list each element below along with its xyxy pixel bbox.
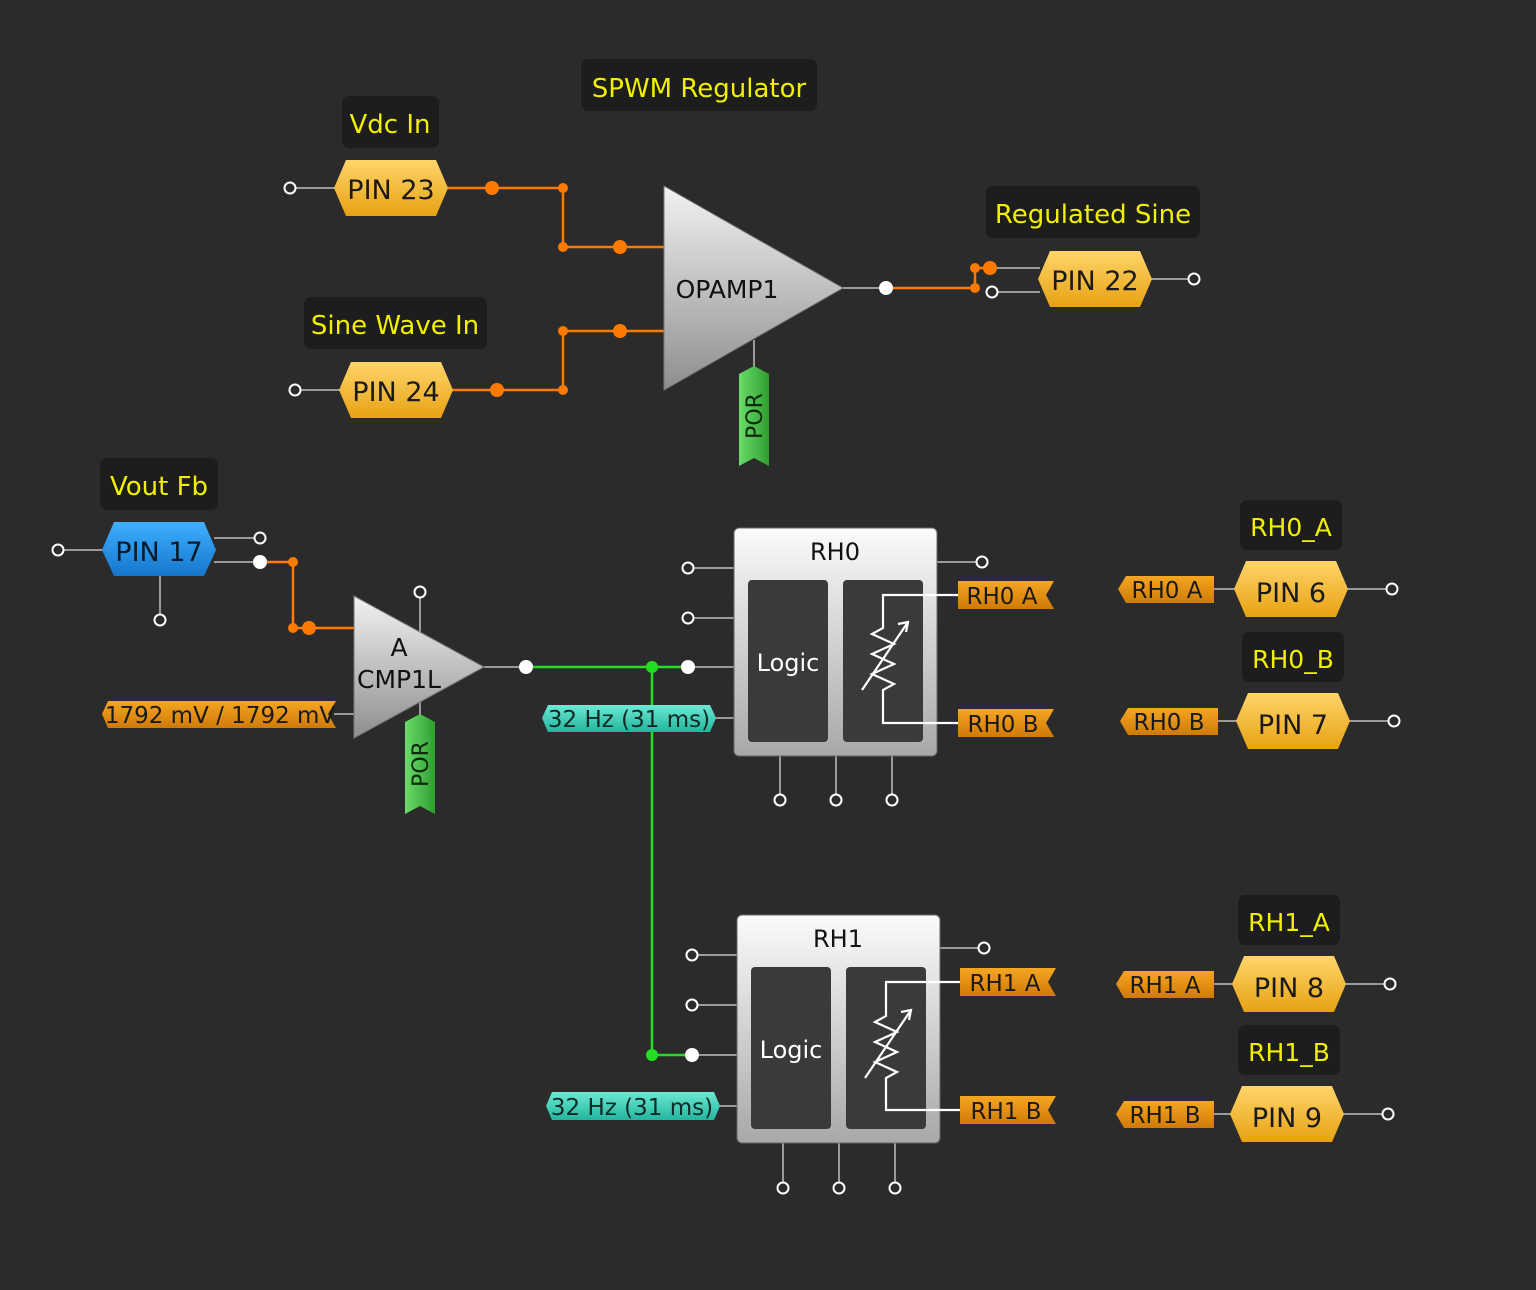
cmp1l-label: CMP1L	[357, 665, 441, 694]
pin7-rh0-b-tag[interactable]: RH0 B	[1120, 708, 1218, 736]
label-rh1-a: RH1_A	[1238, 895, 1340, 945]
rh1-potentiometer-icon	[864, 980, 962, 1112]
rh1-b-port[interactable]: RH1 B	[960, 1096, 1056, 1125]
rh0-clock-label: 32 Hz (31 ms)	[548, 707, 710, 733]
rh1-b-port-label: RH1 B	[971, 1099, 1042, 1125]
open-terminals[interactable]	[51, 181, 1401, 1195]
pin-7[interactable]: PIN 7	[1236, 693, 1350, 749]
rh0-b-port-label: RH0 B	[968, 712, 1039, 738]
label-rh0-b: RH0_B	[1242, 632, 1344, 682]
rh0-b-port[interactable]: RH0 B	[958, 709, 1054, 738]
pin6-rh0-a-tag[interactable]: RH0 A	[1118, 576, 1214, 604]
pin-8[interactable]: PIN 8	[1232, 956, 1346, 1012]
pin-7-label: PIN 7	[1258, 710, 1328, 741]
label-vout-fb: Vout Fb	[100, 458, 218, 510]
pin-17[interactable]: PIN 17	[102, 522, 216, 576]
label-rh0-a-text: RH0_A	[1250, 513, 1332, 542]
cmp1l-block[interactable]: A CMP1L	[353, 595, 486, 739]
rh0-a-port[interactable]: RH0 A	[958, 581, 1054, 610]
green-junctions	[646, 661, 658, 1061]
pin-8-label: PIN 8	[1254, 973, 1324, 1004]
rh1-block[interactable]: RH1 Logic	[736, 914, 941, 1144]
pin6-rh0-a-tag-label: RH0 A	[1132, 578, 1203, 604]
cmp-por-label: POR	[409, 741, 434, 787]
label-spwm-regulator: SPWM Regulator	[581, 59, 817, 111]
opamp1-label: OPAMP1	[676, 275, 779, 304]
pin-17-label: PIN 17	[115, 537, 202, 568]
pin8-rh1-a-tag-label: RH1 A	[1130, 973, 1201, 999]
opamp-por-tag: POR	[739, 366, 769, 466]
opamp1-block[interactable]: OPAMP1	[663, 185, 845, 391]
label-rh1-b: RH1_B	[1238, 1025, 1340, 1075]
label-regulated-sine-text: Regulated Sine	[995, 200, 1191, 230]
pin-24[interactable]: PIN 24	[339, 362, 453, 418]
label-sine-wave-in: Sine Wave In	[304, 297, 487, 349]
connected-terminals[interactable]	[253, 281, 893, 1062]
label-rh0-b-text: RH0_B	[1252, 645, 1334, 674]
pin-24-label: PIN 24	[352, 377, 439, 408]
label-vdc-in: Vdc In	[342, 96, 439, 148]
cmp1l-channel-label: A	[390, 633, 407, 662]
pin-22-label: PIN 22	[1051, 266, 1138, 297]
rh1-logic-label: Logic	[760, 1036, 823, 1064]
opamp-por-label: POR	[743, 393, 768, 439]
cmp-por-tag: POR	[405, 714, 435, 814]
pin-22[interactable]: PIN 22	[1038, 251, 1152, 307]
pin-6[interactable]: PIN 6	[1234, 561, 1348, 617]
rh1-clock-tag[interactable]: 32 Hz (31 ms)	[546, 1092, 720, 1121]
pin-23[interactable]: PIN 23	[334, 160, 448, 216]
pin-23-label: PIN 23	[347, 175, 434, 206]
rh0-clock-tag[interactable]: 32 Hz (31 ms)	[542, 705, 716, 733]
label-spwm-regulator-text: SPWM Regulator	[592, 74, 807, 104]
rh0-a-port-label: RH0 A	[967, 584, 1038, 610]
rh1-clock-label: 32 Hz (31 ms)	[551, 1095, 713, 1121]
pin7-rh0-b-tag-label: RH0 B	[1134, 710, 1205, 736]
label-rh1-b-text: RH1_B	[1248, 1038, 1330, 1067]
rh1-a-port[interactable]: RH1 A	[960, 968, 1056, 997]
cmp-threshold-tag[interactable]: 1792 mV / 1792 mV	[102, 701, 336, 729]
rh0-potentiometer-icon	[861, 593, 960, 725]
pin9-rh1-b-tag-label: RH1 B	[1130, 1103, 1201, 1129]
rh0-logic-label: Logic	[757, 649, 820, 677]
label-vout-fb-text: Vout Fb	[110, 472, 208, 502]
rh0-block[interactable]: RH0 Logic	[733, 527, 938, 757]
pin-9-label: PIN 9	[1252, 1103, 1322, 1134]
label-vdc-in-text: Vdc In	[350, 110, 431, 140]
orange-junctions	[288, 181, 997, 635]
pin-9[interactable]: PIN 9	[1230, 1086, 1344, 1142]
label-sine-wave-in-text: Sine Wave In	[311, 311, 479, 341]
rh1-title: RH1	[813, 925, 863, 953]
rh0-title: RH0	[810, 538, 860, 566]
pin8-rh1-a-tag[interactable]: RH1 A	[1116, 971, 1214, 999]
label-rh0-a: RH0_A	[1240, 500, 1342, 550]
pin9-rh1-b-tag[interactable]: RH1 B	[1116, 1101, 1214, 1129]
label-regulated-sine: Regulated Sine	[986, 186, 1200, 238]
grey-wires	[58, 187, 1394, 1188]
pin-6-label: PIN 6	[1256, 578, 1326, 609]
rh1-a-port-label: RH1 A	[970, 971, 1041, 997]
cmp-threshold-label: 1792 mV / 1792 mV	[105, 703, 336, 729]
label-rh1-a-text: RH1_A	[1248, 908, 1330, 937]
